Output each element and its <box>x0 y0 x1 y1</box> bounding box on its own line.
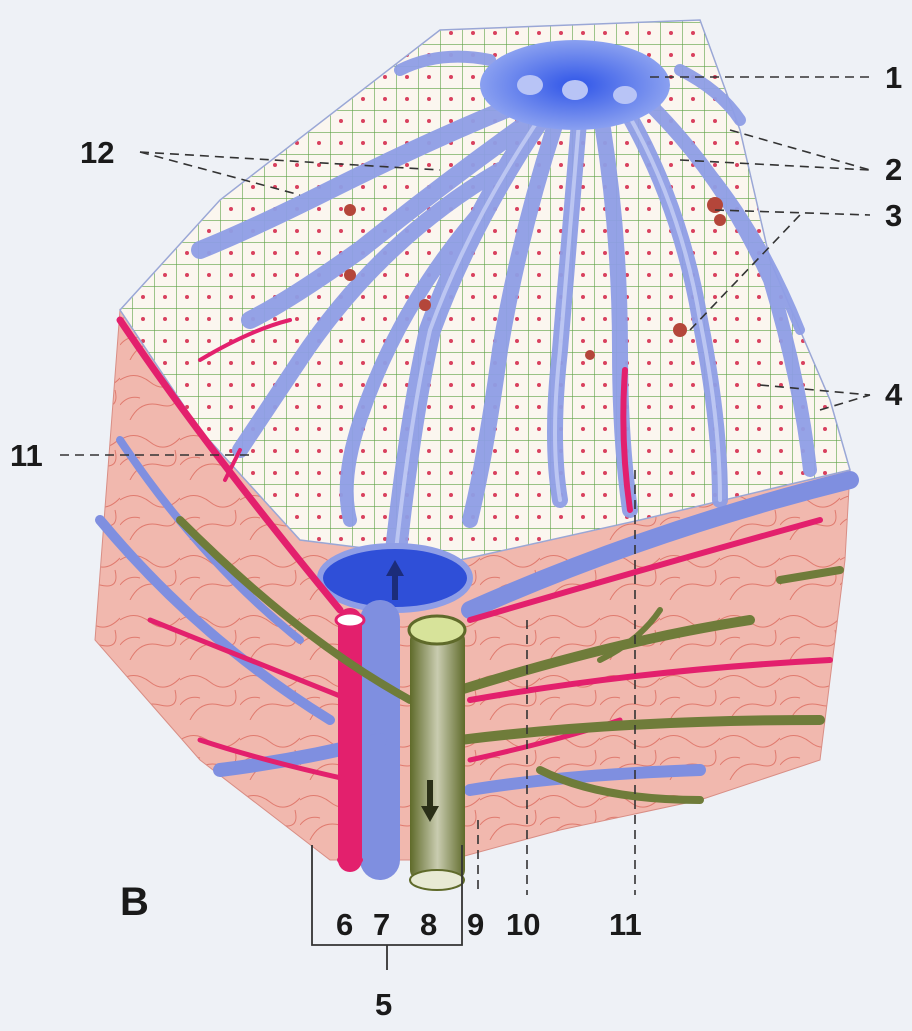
label-1: 1 <box>885 60 902 95</box>
label-5: 5 <box>375 987 392 1022</box>
artery-end <box>337 854 363 866</box>
central-vein-opening <box>562 80 588 100</box>
central-vein-opening <box>517 75 543 95</box>
label-9: 9 <box>467 907 484 942</box>
interlobular-bile-duct <box>410 630 465 880</box>
label-8: 8 <box>420 907 437 942</box>
artery-lumen <box>336 613 364 627</box>
label-4: 4 <box>885 377 903 412</box>
bile-duct-lumen <box>409 616 465 644</box>
label-12: 12 <box>80 135 114 170</box>
label-2: 2 <box>885 152 902 187</box>
label-3: 3 <box>885 198 902 233</box>
label-10: 10 <box>506 907 540 942</box>
label-11-left: 11 <box>10 438 43 473</box>
label-6: 6 <box>336 907 353 942</box>
label-11-bottom: 11 <box>609 907 642 942</box>
central-vein-opening <box>613 86 637 104</box>
label-7: 7 <box>373 907 390 942</box>
bile-duct-end <box>410 870 464 890</box>
panel-letter: B <box>120 880 149 924</box>
